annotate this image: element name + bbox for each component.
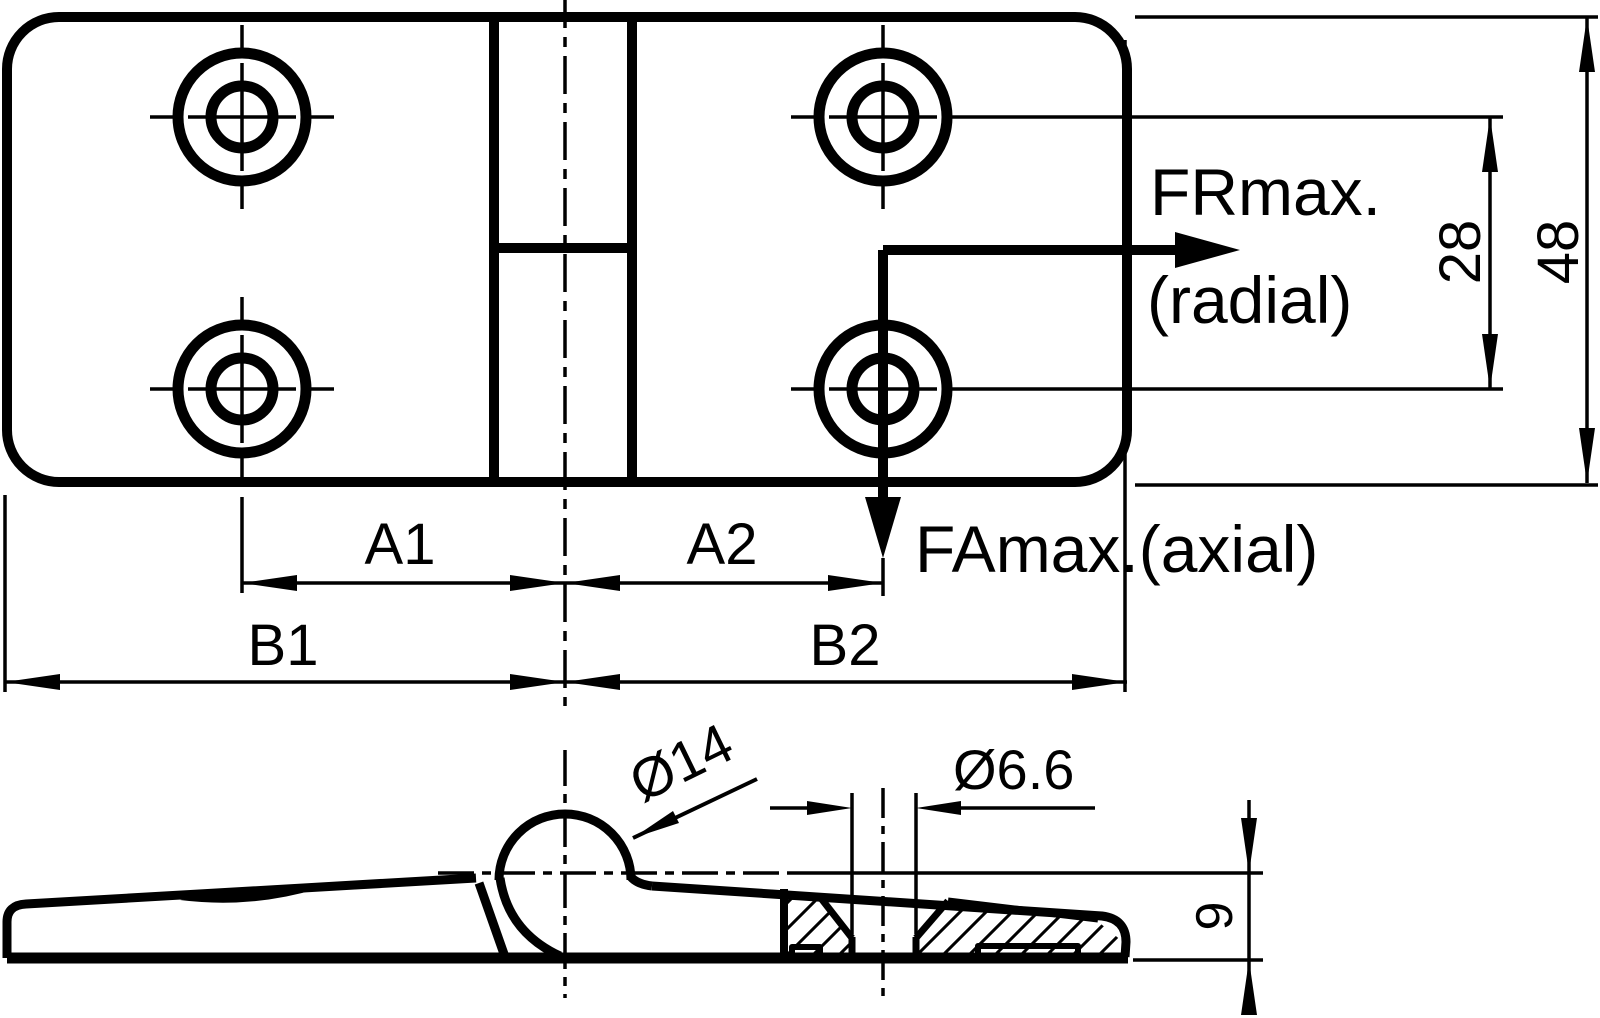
label-dim-a2: A2 bbox=[687, 512, 758, 577]
label-radial: (radial) bbox=[1147, 263, 1352, 337]
right-leaf-top-edge bbox=[651, 881, 1131, 958]
radial-force-arrow bbox=[883, 232, 1240, 268]
label-frmax: FRmax. bbox=[1150, 155, 1381, 229]
axial-force-arrow bbox=[865, 250, 901, 596]
labels: FRmax. (radial) FAmax.(axial) 28 48 A1 A… bbox=[248, 155, 1591, 930]
left-leaf-recess bbox=[180, 886, 320, 903]
label-dim-28: 28 bbox=[1428, 220, 1493, 285]
section-inner-lines bbox=[783, 892, 1099, 955]
label-dim-b2: B2 bbox=[810, 613, 881, 678]
dim-row-b bbox=[5, 674, 1127, 690]
label-dia-14: Ø14 bbox=[620, 711, 743, 814]
label-dia-66: Ø6.6 bbox=[953, 738, 1074, 801]
dim-28 bbox=[1482, 117, 1498, 389]
bottom-grooves bbox=[789, 943, 1081, 954]
side-section-view bbox=[2, 750, 1263, 1015]
knuckle-right-blend bbox=[627, 873, 653, 891]
label-dim-a1: A1 bbox=[365, 512, 436, 577]
top-view bbox=[2, 0, 1598, 706]
section-hatching bbox=[786, 899, 1122, 953]
dim-48 bbox=[1579, 17, 1595, 483]
extension-lines bbox=[3, 15, 1598, 692]
knuckle-lower-blend bbox=[495, 877, 562, 961]
left-leaf-profile bbox=[2, 873, 477, 958]
knuckle-base-diagonal bbox=[474, 881, 509, 956]
label-dim-b1: B1 bbox=[248, 613, 319, 678]
label-famax: FAmax.(axial) bbox=[915, 512, 1318, 586]
side-centerlines bbox=[438, 750, 1263, 998]
dim-row-a bbox=[242, 575, 883, 591]
label-dim-9: 9 bbox=[1186, 902, 1244, 931]
dia14-leader bbox=[632, 777, 758, 840]
knuckle-lines bbox=[489, 17, 637, 482]
dim-9 bbox=[1133, 800, 1263, 1015]
dia66-dim bbox=[770, 793, 1095, 934]
label-dim-48: 48 bbox=[1526, 220, 1591, 285]
